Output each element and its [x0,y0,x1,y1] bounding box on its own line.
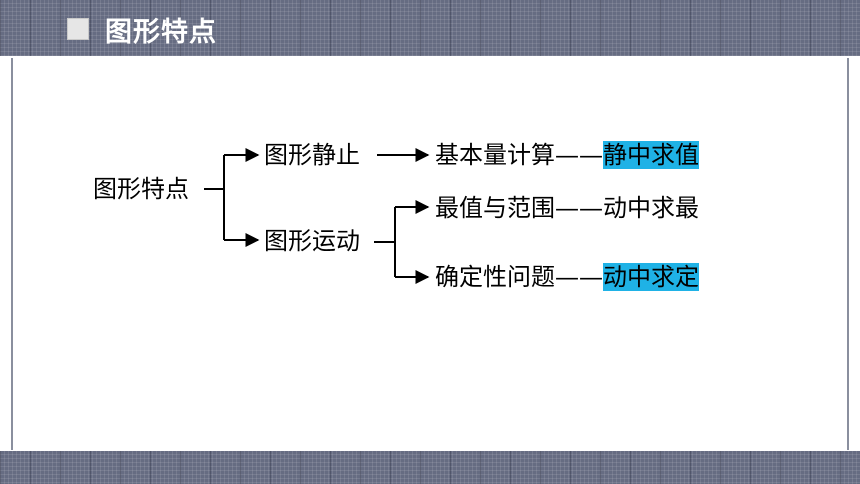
range-leaf: 最值与范围——动中求最 [435,193,699,223]
page-title: 图形特点 [105,17,217,48]
certain-leaf: 确定性问题——动中求定 [435,262,699,292]
footer-band-pattern [0,451,860,484]
footer-band [0,451,860,484]
certain-leaf-highlight: 动中求定 [603,263,699,291]
header-band [0,0,860,56]
range-leaf-text: 最值与范围 [435,194,555,222]
static-leaf-highlight: 静中求值 [603,141,699,169]
title-square-icon [67,18,89,40]
motion-branch-label: 图形运动 [264,227,360,255]
certain-leaf-dash: —— [555,263,603,291]
frame-right-line [847,58,849,450]
root-label: 图形特点 [93,175,189,203]
static-leaf-dash: —— [555,141,603,169]
static-leaf: 基本量计算——静中求值 [435,140,699,170]
static-leaf-text: 基本量计算 [435,141,555,169]
static-branch-label: 图形静止 [264,141,360,169]
range-leaf-tail: 动中求最 [603,194,699,222]
range-leaf-dash: —— [555,194,603,222]
header-band-pattern [0,0,860,56]
certain-leaf-text: 确定性问题 [435,263,555,291]
frame-left-line [11,58,13,450]
